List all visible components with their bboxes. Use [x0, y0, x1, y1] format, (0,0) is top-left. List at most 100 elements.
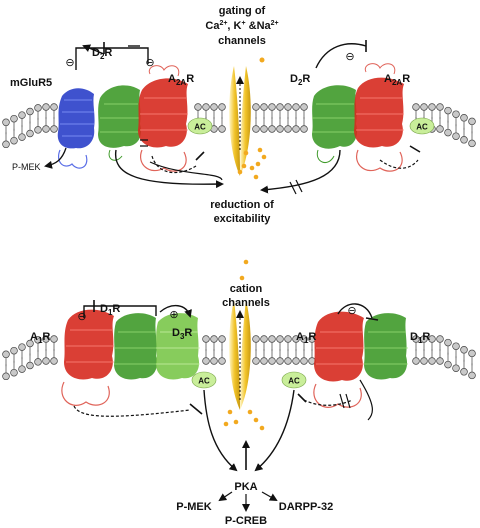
lipid-head [276, 335, 284, 343]
ion-channel-bottom [229, 300, 251, 410]
lipid-head [460, 368, 468, 376]
lipid-head [50, 357, 58, 365]
lipid-head [260, 125, 268, 133]
ac-bottom-left-label: AC [198, 377, 210, 386]
d2r-receptor-left [98, 85, 142, 161]
lipid-head [10, 114, 18, 123]
minus-sign-top-2: ⊖ [145, 57, 154, 69]
lipid-head [252, 357, 260, 365]
lipid-head [276, 125, 284, 133]
reduction-line-1: reduction of [210, 199, 274, 211]
inhibition-bar-bottom-right [365, 317, 379, 321]
lipid-head [202, 357, 210, 365]
lipid-head [444, 360, 452, 369]
d2r-label-top-left: D2R [92, 47, 112, 61]
lipid-head [252, 103, 260, 111]
lipid-head [50, 125, 58, 133]
d1r-receptor-left [114, 313, 158, 380]
lipid-head [276, 103, 284, 111]
lipid-head [436, 103, 444, 111]
inhibition-arc-top-right [315, 43, 367, 69]
arrow-pka-darpp [261, 491, 278, 501]
lipid-head [26, 129, 34, 138]
lipid-head [268, 103, 276, 111]
lipid-head [468, 139, 476, 148]
d1r-label-bottom-right: D1R [410, 331, 430, 345]
mglur5-label: mGluR5 [10, 77, 52, 89]
ion-channel-top [229, 66, 251, 176]
d1r-label-bottom-left: D1R [100, 303, 120, 317]
bottom-panel: AC AC ⊖ ⊕ ⊖ A1R D1R D3R A1R D1R cation c… [2, 259, 476, 527]
lipid-head [436, 335, 444, 343]
lipid-head [194, 103, 202, 111]
lipid-head [210, 357, 218, 365]
plus-sign-bottom-left: ⊕ [169, 309, 178, 321]
a1r-receptor-right [313, 311, 364, 408]
lipid-head [50, 103, 58, 111]
lipid-head [34, 126, 42, 134]
lipid-head [218, 335, 226, 343]
lipid-head [412, 357, 420, 365]
minus-sign-bottom-left: ⊖ [77, 311, 86, 323]
lipid-head [444, 106, 452, 115]
a2ar-receptor-left [138, 65, 188, 172]
activation-arrow-d3-d1 [159, 305, 192, 318]
lipid-head [26, 107, 34, 116]
lipid-head [276, 357, 284, 365]
lipid-head [10, 346, 18, 355]
block-mark-top-right [289, 179, 303, 195]
lipid-head [460, 346, 468, 354]
ac-top-right: AC [409, 117, 435, 135]
lipid-head [202, 103, 210, 111]
ion-dots-bottom [223, 259, 265, 431]
a2ar-label-top-right: A2AR [384, 73, 410, 87]
lipid-head [218, 125, 226, 133]
lipid-head [444, 128, 452, 137]
lipid-head [428, 357, 436, 365]
d1r-receptor-right [364, 313, 408, 380]
top-panel: AC AC ⊖ ⊖ ⊖ mGluR5 D2R A2AR D2R A2AR gat… [2, 5, 476, 225]
arrow-d2r-right-reduction [260, 149, 341, 194]
ac-bottom-left: AC [191, 371, 217, 389]
lipid-head [284, 335, 292, 343]
lipid-head [18, 365, 26, 373]
lipid-head [34, 104, 42, 112]
lipid-head [10, 136, 18, 145]
gating-line-1: gating of [219, 5, 266, 17]
lipid-head [268, 125, 276, 133]
arrow-ac-right-pka [254, 389, 295, 472]
cation-line-2: channels [222, 297, 270, 309]
lipid-head [268, 335, 276, 343]
d3r-receptor [156, 313, 200, 380]
lipid-head [210, 103, 218, 111]
lipid-head [50, 335, 58, 343]
lipid-head [34, 358, 42, 366]
arrow-d2r-reduction [114, 149, 224, 189]
pcreb-label: P-CREB [225, 515, 267, 527]
lipid-head [260, 335, 268, 343]
lipid-head [300, 103, 308, 111]
lipid-head [284, 125, 292, 133]
lipid-head [218, 357, 226, 365]
arrow-d1r-right [359, 379, 373, 421]
lipid-head [468, 117, 476, 126]
lipid-head [252, 125, 260, 133]
lipid-head [420, 103, 428, 111]
lipid-head [460, 136, 468, 144]
inhibition-arrow-left [82, 44, 105, 55]
lipid-head [292, 125, 300, 133]
lipid-head [10, 368, 18, 377]
block-bar-top-right [409, 145, 421, 153]
lipid-head [42, 357, 50, 365]
lipid-head [428, 103, 436, 111]
lipid-head [444, 338, 452, 347]
lipid-head [412, 103, 420, 111]
gating-line-2: Ca2+, K+ &Na2+ [205, 20, 278, 32]
block-bar-top-left [195, 151, 205, 161]
lipid-head [210, 335, 218, 343]
pmek-label-top: P-MEK [12, 162, 41, 172]
lipid-head [26, 361, 34, 370]
lipid-head [18, 133, 26, 141]
ac-top-left: AC [187, 117, 213, 135]
